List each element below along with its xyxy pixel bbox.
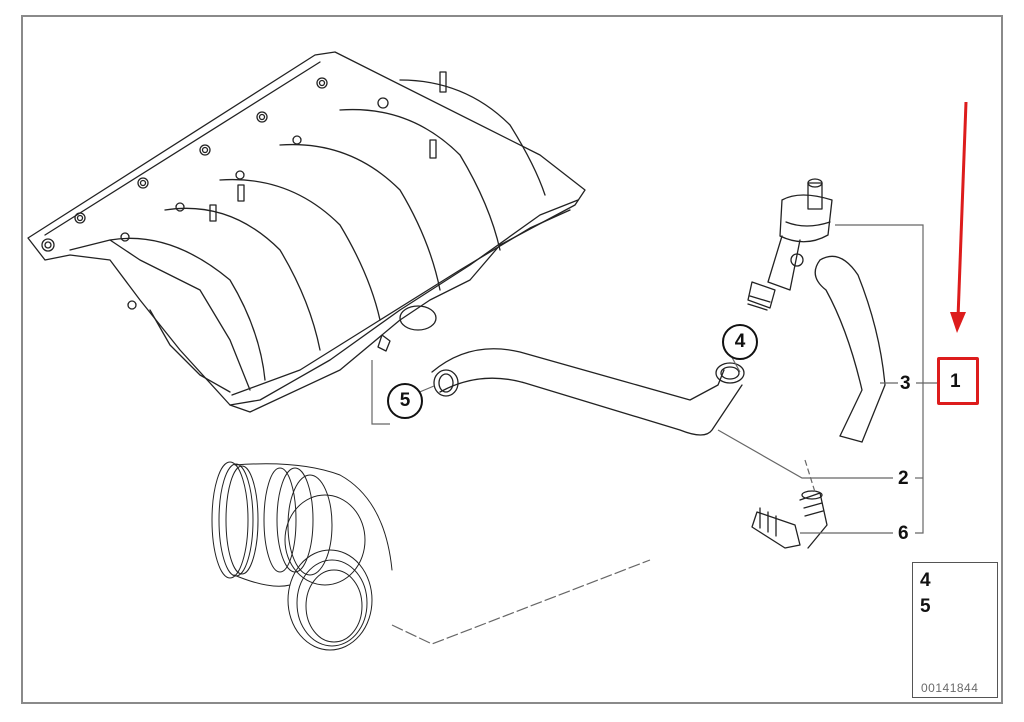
callout-part-6[interactable]: 6 xyxy=(898,523,909,544)
hose-part-3-drawing xyxy=(814,255,886,443)
intake-manifold-drawing xyxy=(27,51,586,413)
callout-label: 5 xyxy=(399,390,411,411)
leader-lines xyxy=(371,224,938,645)
callout-part-5[interactable]: 5 xyxy=(387,383,423,419)
legend-box xyxy=(912,562,998,698)
callout-label: 4 xyxy=(734,331,746,352)
legend-item-5: 5 xyxy=(920,596,931,617)
hose-part-2-drawing xyxy=(431,348,745,436)
ventilation-valve-drawing xyxy=(747,178,833,311)
intake-boot-drawing xyxy=(211,461,393,651)
callout-part-4[interactable]: 4 xyxy=(722,324,758,360)
elbow-fitting-part-6-drawing xyxy=(751,490,828,549)
legend-item-4: 4 xyxy=(920,570,931,591)
catalog-number: 00141844 xyxy=(921,681,979,695)
highlight-box-part-1 xyxy=(937,357,979,405)
callout-part-1[interactable]: 1 xyxy=(950,371,961,392)
callout-part-3[interactable]: 3 xyxy=(900,373,911,394)
callout-part-2[interactable]: 2 xyxy=(898,468,909,489)
red-down-arrow-icon xyxy=(950,101,968,333)
